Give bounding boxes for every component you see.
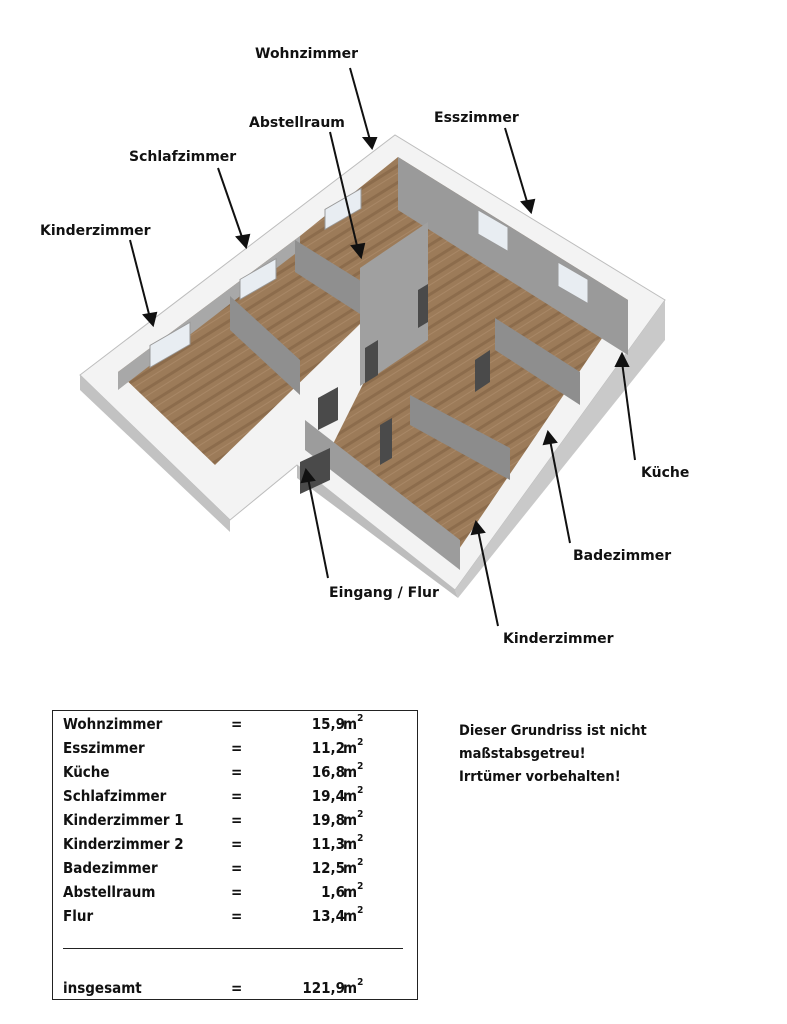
room-name: Abstellraum bbox=[63, 883, 156, 901]
disclaimer-line: Irrtümer vorbehalten! bbox=[459, 769, 621, 785]
inner-wall-kinder2 bbox=[410, 395, 510, 480]
equals-sign: = bbox=[231, 883, 243, 901]
area-value: 15,9 bbox=[311, 715, 345, 733]
area-unit: m2 bbox=[343, 761, 364, 781]
area-unit: m2 bbox=[343, 905, 364, 925]
equals-sign: = bbox=[231, 763, 243, 781]
area-value: 13,4 bbox=[311, 907, 345, 925]
area-row: Kinderzimmer 1 = 19,8 m2 bbox=[63, 809, 403, 835]
label-abstellraum: Abstellraum bbox=[249, 115, 345, 131]
room-name: Flur bbox=[63, 907, 94, 925]
area-unit: m2 bbox=[343, 713, 364, 733]
doors bbox=[300, 284, 490, 494]
equals-sign: = bbox=[231, 859, 243, 877]
outer-wall-side-entry bbox=[297, 465, 458, 598]
label-wohnzimmer: Wohnzimmer bbox=[255, 46, 358, 62]
label-schlafzimmer: Schlafzimmer bbox=[129, 149, 236, 165]
area-row: Flur = 13,4 m2 bbox=[63, 905, 403, 931]
area-value: 19,4 bbox=[311, 787, 345, 805]
area-table: Wohnzimmer = 15,9 m2 Esszimmer = 11,2 m2… bbox=[52, 710, 418, 1000]
area-row: Schlafzimmer = 19,4 m2 bbox=[63, 785, 403, 811]
area-row: Küche = 16,8 m2 bbox=[63, 761, 403, 787]
windows bbox=[149, 187, 589, 369]
room-name: Esszimmer bbox=[63, 739, 145, 757]
area-value: 11,3 bbox=[311, 835, 345, 853]
label-kueche: Küche bbox=[641, 465, 689, 481]
total-value: 121,9 bbox=[302, 979, 345, 997]
label-kinderzimmer-bottom: Kinderzimmer bbox=[503, 631, 614, 647]
area-unit: m2 bbox=[343, 809, 364, 829]
area-row: Esszimmer = 11,2 m2 bbox=[63, 737, 403, 763]
room-name: Küche bbox=[63, 763, 110, 781]
area-value: 19,8 bbox=[311, 811, 345, 829]
total-label: insgesamt bbox=[63, 979, 142, 997]
disclaimer-line: maßstabsgetreu! bbox=[459, 746, 586, 762]
area-unit: m2 bbox=[343, 857, 364, 877]
label-badezimmer: Badezimmer bbox=[573, 548, 671, 564]
equals-sign: = bbox=[231, 835, 243, 853]
room-name: Wohnzimmer bbox=[63, 715, 163, 733]
area-unit: m2 bbox=[343, 977, 364, 997]
inner-wall-flur bbox=[305, 420, 460, 570]
room-name: Kinderzimmer 2 bbox=[63, 835, 184, 853]
area-row: Abstellraum = 1,6 m2 bbox=[63, 881, 403, 907]
disclaimer-note: Dieser Grundriss ist nicht maßstabsgetre… bbox=[459, 720, 709, 789]
area-value: 11,2 bbox=[311, 739, 345, 757]
area-row: Badezimmer = 12,5 m2 bbox=[63, 857, 403, 883]
floorplan-3d-illustration: Wohnzimmer Abstellraum Esszimmer Schlafz… bbox=[40, 46, 689, 647]
area-row: Kinderzimmer 2 = 11,3 m2 bbox=[63, 833, 403, 859]
area-unit: m2 bbox=[343, 737, 364, 757]
label-eingang-flur: Eingang / Flur bbox=[329, 585, 439, 601]
callout-arrows bbox=[129, 67, 636, 627]
label-kinderzimmer-top: Kinderzimmer bbox=[40, 223, 151, 239]
inner-wall-kinder bbox=[230, 296, 300, 395]
label-esszimmer: Esszimmer bbox=[434, 110, 519, 126]
area-unit: m2 bbox=[343, 881, 364, 901]
inner-wall-esszimmer bbox=[398, 157, 628, 355]
disclaimer-line: Dieser Grundriss ist nicht bbox=[459, 723, 647, 739]
equals-sign: = bbox=[231, 787, 243, 805]
equals-sign: = bbox=[231, 979, 243, 997]
equals-sign: = bbox=[231, 811, 243, 829]
area-value: 12,5 bbox=[311, 859, 345, 877]
area-value: 16,8 bbox=[311, 763, 345, 781]
room-name: Schlafzimmer bbox=[63, 787, 167, 805]
area-unit: m2 bbox=[343, 833, 364, 853]
room-name: Kinderzimmer 1 bbox=[63, 811, 184, 829]
equals-sign: = bbox=[231, 907, 243, 925]
equals-sign: = bbox=[231, 739, 243, 757]
area-row: Wohnzimmer = 15,9 m2 bbox=[63, 713, 403, 739]
outer-wall-side-right bbox=[455, 300, 665, 598]
equals-sign: = bbox=[231, 715, 243, 733]
inner-wall-bad bbox=[495, 318, 580, 405]
area-unit: m2 bbox=[343, 785, 364, 805]
room-name: Badezimmer bbox=[63, 859, 158, 877]
area-value: 1,6 bbox=[321, 883, 345, 901]
outer-wall-side-left bbox=[80, 375, 230, 532]
total-separator-line bbox=[63, 948, 403, 949]
area-total-row: insgesamt = 121,9 m2 bbox=[63, 977, 403, 1003]
